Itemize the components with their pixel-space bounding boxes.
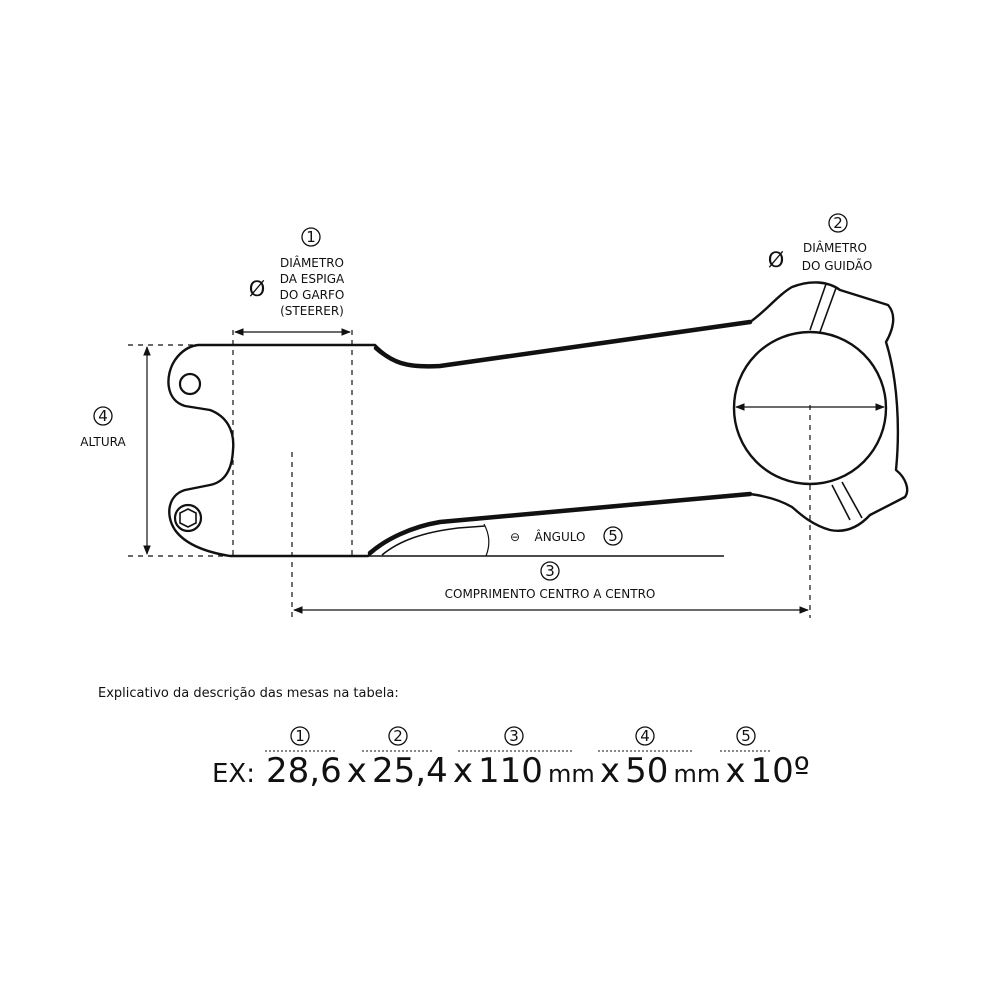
faceplate-split-top-2 xyxy=(819,287,837,333)
example-section: Explicativo da descrição das mesas na ta… xyxy=(98,686,810,791)
example-ref-3: 3 xyxy=(509,727,519,745)
example-ref-4: 4 xyxy=(640,727,650,745)
ref-4-circle xyxy=(93,406,113,426)
height-label: 4 ALTURA xyxy=(80,406,126,449)
example-ref-1: 1 xyxy=(295,727,305,745)
example-x-4: x xyxy=(725,751,745,791)
dimension-lines xyxy=(128,328,885,618)
example-markers: 1 2 3 4 5 xyxy=(265,726,772,752)
example-unit-3: mm xyxy=(548,760,595,788)
stem-inner-lower xyxy=(381,525,486,556)
ref-3: 3 xyxy=(545,562,555,580)
ref-2: 2 xyxy=(833,214,843,232)
angle-arc xyxy=(483,523,490,557)
bottom-bolt-hex-icon xyxy=(179,508,197,528)
steerer-label-line3: DO GARFO xyxy=(280,288,345,302)
example-value-2: 25,4 xyxy=(372,751,448,791)
example-ref-2: 2 xyxy=(393,727,403,745)
handlebar-diameter-label: 2 DIÂMETRO Ø DO GUIDÃO xyxy=(768,213,873,273)
height-text: ALTURA xyxy=(80,435,126,449)
steerer-diameter-label: 1 DIÂMETRO DA ESPIGA Ø DO GARFO (STEERER… xyxy=(249,227,345,318)
stem-outline xyxy=(167,281,909,558)
handlebar-label-line2: DO GUIDÃO xyxy=(802,258,873,273)
ref-2-circle xyxy=(828,213,848,233)
angle-text: ÂNGULO xyxy=(535,529,586,544)
example-ref-5: 5 xyxy=(741,727,751,745)
stem-top-edge xyxy=(373,319,753,369)
ref-4: 4 xyxy=(98,407,108,425)
example-x-2: x xyxy=(453,751,473,791)
ref-1: 1 xyxy=(306,228,316,246)
diameter-symbol-handlebar: Ø xyxy=(768,248,785,272)
stem-body xyxy=(167,281,909,558)
angle-label: ⊖ ÂNGULO 5 xyxy=(510,526,623,546)
example-unit-4: mm xyxy=(673,760,720,788)
ref-3-circle xyxy=(540,561,560,581)
example-x-1: x xyxy=(347,751,367,791)
top-bolt-icon xyxy=(178,372,202,396)
example-value-3: 110 xyxy=(478,751,543,791)
faceplate-split-top xyxy=(809,283,827,331)
faceplate-split-bottom xyxy=(831,484,851,521)
length-text: COMPRIMENTO CENTRO A CENTRO xyxy=(445,587,656,601)
example-x-3: x xyxy=(600,751,620,791)
example-value-4: 50 xyxy=(625,751,668,791)
ref-5: 5 xyxy=(608,527,618,545)
faceplate-split-bottom-2 xyxy=(841,481,863,519)
length-label: 3 COMPRIMENTO CENTRO A CENTRO xyxy=(445,561,656,601)
example-prefix: EX: xyxy=(212,759,255,789)
ref-5-circle xyxy=(603,526,623,546)
handlebar-label-line1: DIÂMETRO xyxy=(803,240,867,255)
example-value-5: 10º xyxy=(751,751,810,791)
angle-symbol-icon: ⊖ xyxy=(510,530,520,544)
stem-bottom-edge xyxy=(367,491,753,556)
example-line: EX: 28,6 x 25,4 x 110 mm x 50 mm x 10º xyxy=(212,751,810,791)
example-caption: Explicativo da descrição das mesas na ta… xyxy=(98,686,399,701)
example-value-1: 28,6 xyxy=(266,751,342,791)
steerer-label-line4: (STEERER) xyxy=(280,304,344,318)
steerer-label-line2: DA ESPIGA xyxy=(280,272,345,286)
ref-1-circle xyxy=(301,227,321,247)
steerer-label-line1: DIÂMETRO xyxy=(280,255,344,270)
diameter-symbol-steerer: Ø xyxy=(249,277,266,301)
